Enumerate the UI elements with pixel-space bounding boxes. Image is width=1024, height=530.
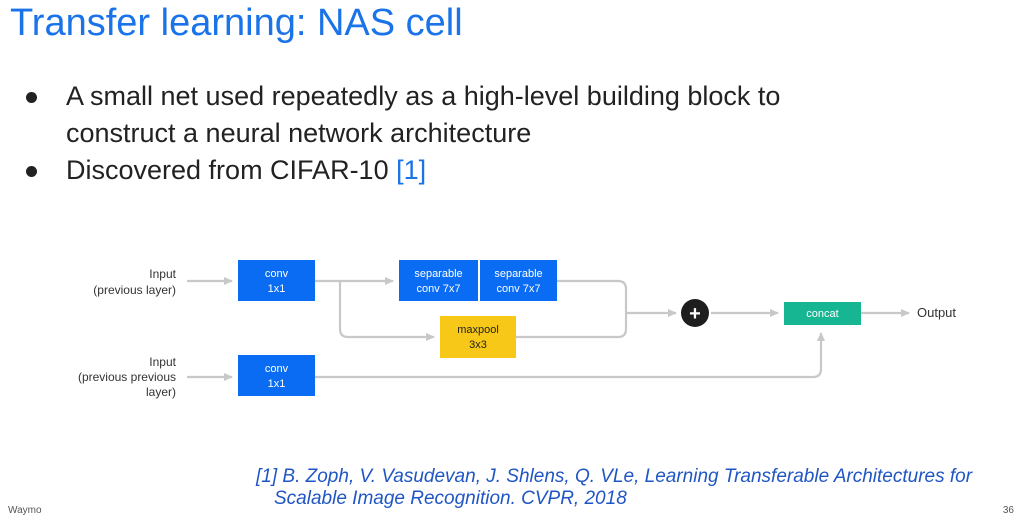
citation-link[interactable]: [1] — [396, 155, 427, 185]
conv-bottom-label: conv — [265, 363, 289, 375]
separable-conv-node-1: separable conv 7x7 — [399, 260, 478, 301]
bullet-item: A small net used repeatedly as a high-le… — [24, 78, 984, 152]
citation-line-1: [1] B. Zoph, V. Vasudevan, J. Shlens, Q.… — [256, 466, 973, 487]
slide-title: Transfer learning: NAS cell — [10, 2, 463, 44]
bullet-dot — [26, 92, 37, 103]
bullet-list: A small net used repeatedly as a high-le… — [24, 78, 984, 189]
input-prev-prev-sublabel: (previous previous — [78, 370, 176, 384]
maxpool-node: maxpool 3x3 — [440, 316, 516, 358]
bullet-text: Discovered from CIFAR-10 — [66, 155, 397, 185]
separable-conv-2-size: conv 7x7 — [496, 283, 540, 295]
separable-conv-1-label: separable — [414, 268, 462, 280]
conv-top-node: conv 1x1 — [238, 260, 315, 301]
edge-conv-to-concat — [315, 332, 825, 379]
citation-line-2: Scalable Image Recognition. CVPR, 2018 — [274, 488, 627, 509]
separable-conv-1-size: conv 7x7 — [416, 283, 460, 295]
footer-brand: Waymo — [8, 505, 42, 516]
concat-node: concat — [784, 302, 861, 325]
input-prev-prev-sublabel-2: layer) — [146, 385, 176, 399]
input-prev-label: Input — [149, 267, 176, 281]
bullet-dot — [26, 166, 37, 177]
citation: [1] B. Zoph, V. Vasudevan, J. Shlens, Q.… — [256, 466, 972, 510]
plus-icon: + — [689, 303, 701, 325]
conv-bottom-size: 1x1 — [268, 378, 286, 390]
conv-top-size: 1x1 — [268, 283, 286, 295]
bullet-text-line-2: construct a neural network architecture — [66, 118, 532, 148]
input-prev-sublabel: (previous layer) — [93, 283, 176, 297]
maxpool-size: 3x3 — [469, 339, 487, 351]
separable-conv-node-2: separable conv 7x7 — [480, 260, 557, 301]
conv-bottom-node: conv 1x1 — [238, 355, 315, 396]
bullet-text-line-1: A small net used repeatedly as a high-le… — [66, 81, 781, 111]
bullet-item: Discovered from CIFAR-10 [1] — [24, 152, 984, 189]
edge-conv-to-maxpool — [338, 281, 435, 341]
maxpool-label: maxpool — [457, 324, 499, 336]
concat-label: concat — [806, 308, 838, 320]
output-label: Output — [917, 305, 956, 320]
page-number: 36 — [1002, 505, 1014, 516]
conv-top-label: conv — [265, 268, 289, 280]
add-node: + — [681, 299, 709, 327]
input-prev-prev-label: Input — [149, 355, 176, 369]
separable-conv-2-label: separable — [494, 268, 542, 280]
edge-separable-to-merge — [516, 279, 628, 339]
